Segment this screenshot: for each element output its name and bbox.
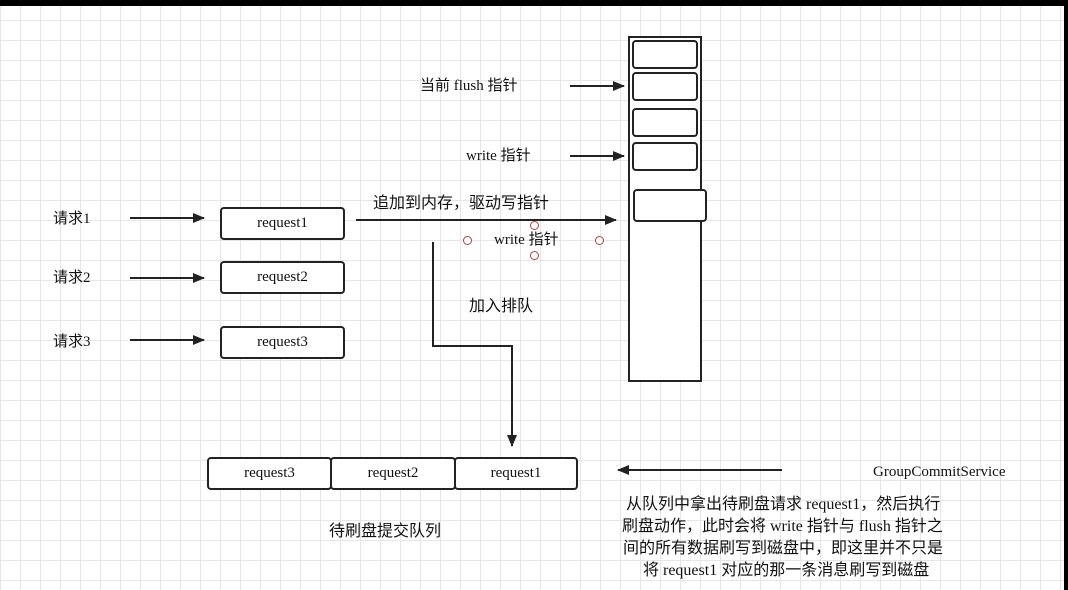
service-name: GroupCommitService <box>873 464 1006 480</box>
window-top-bar <box>0 0 1068 6</box>
resize-handle-right[interactable] <box>595 236 604 245</box>
request-label-3: 请求3 <box>53 334 91 350</box>
request-box-2: request2 <box>220 261 345 294</box>
request-box-3: request3 <box>220 326 345 359</box>
window-right-edge <box>1064 0 1068 590</box>
memory-slot <box>632 40 698 69</box>
write-pointer-label: write 指针 <box>466 148 531 164</box>
write-pointer-moving-label[interactable]: write 指针 <box>494 232 559 248</box>
service-desc-line-1: 从队列中拿出待刷盘请求 request1，然后执行 <box>626 496 941 513</box>
memory-slot <box>632 108 698 137</box>
memory-slot-new[interactable] <box>633 189 707 222</box>
queue-cell-1: request3 <box>207 457 332 490</box>
resize-handle-top[interactable] <box>530 221 539 230</box>
memory-slot <box>632 142 698 171</box>
service-desc-line-4: 将 request1 对应的那一条消息刷写到磁盘 <box>643 562 930 579</box>
resize-handle-bottom[interactable] <box>530 251 539 260</box>
queue-label: 待刷盘提交队列 <box>329 523 442 540</box>
enqueue-edge-label: 加入排队 <box>469 298 534 315</box>
flush-pointer-label: 当前 flush 指针 <box>420 78 518 94</box>
request-label-1: 请求1 <box>53 211 91 227</box>
enqueue-arrow <box>432 242 517 447</box>
queue-cell-2: request2 <box>330 457 456 490</box>
request-label-2: 请求2 <box>53 270 91 286</box>
resize-handle-left[interactable] <box>463 236 472 245</box>
memory-slot <box>632 72 698 101</box>
service-desc-line-2: 刷盘动作，此时会将 write 指针与 flush 指针之 <box>622 518 943 535</box>
service-desc-line-3: 间的所有数据刷写到磁盘中，即这里并不只是 <box>623 540 944 557</box>
append-edge-label: 追加到内存，驱动写指针 <box>373 195 550 212</box>
queue-cell-3: request1 <box>454 457 578 490</box>
request-box-1: request1 <box>220 207 345 240</box>
